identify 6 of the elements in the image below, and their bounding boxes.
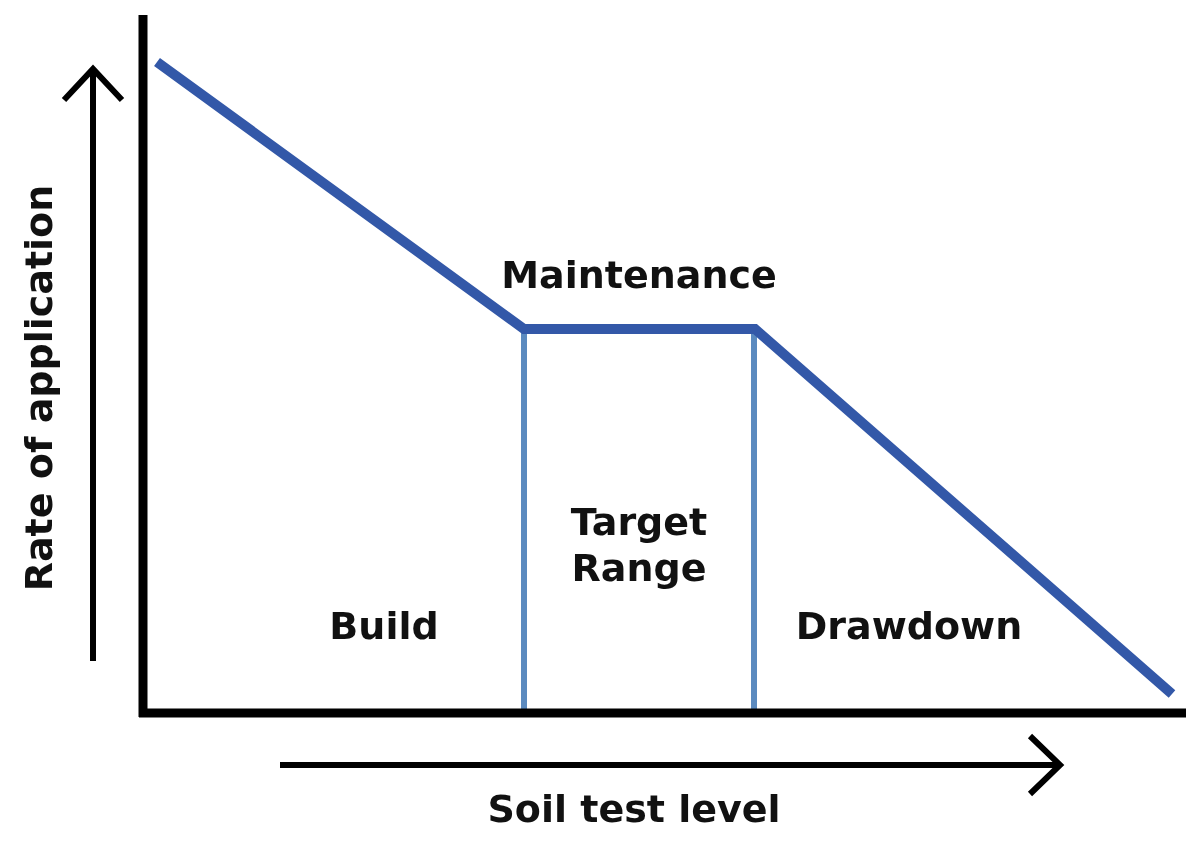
region-label: Build bbox=[329, 604, 439, 650]
region-label: Target Range bbox=[569, 500, 709, 592]
axis-title: Rate of application bbox=[17, 184, 63, 592]
region-label: Drawdown bbox=[795, 604, 1023, 650]
segment-label: Maintenance bbox=[501, 253, 777, 299]
axis-title: Soil test level bbox=[487, 787, 781, 833]
